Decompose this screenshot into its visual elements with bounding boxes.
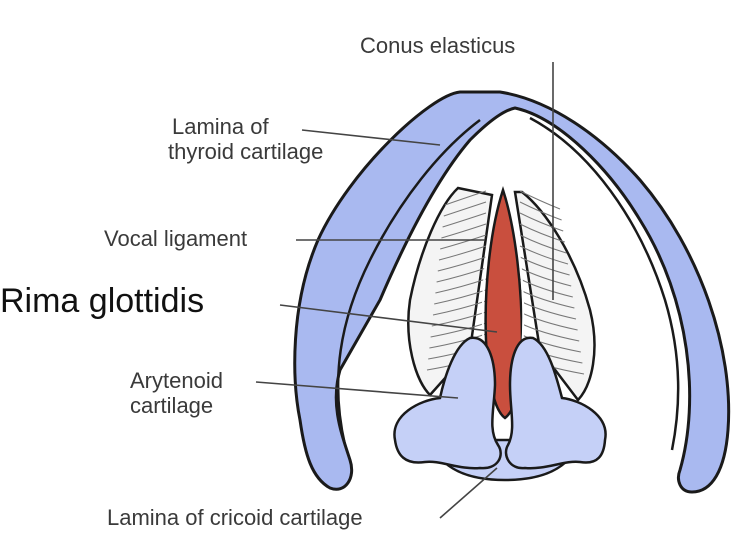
fibre-line-left xyxy=(443,201,487,217)
thyroid-cartilage xyxy=(293,90,731,494)
leader-rima xyxy=(279,304,498,333)
vocal-ligament-left xyxy=(481,189,499,351)
fibre-line-right xyxy=(519,201,562,221)
fibre-line-right xyxy=(519,256,570,276)
label-cricoid-lamina: Lamina of cricoid cartilage xyxy=(107,505,363,530)
label-arytenoid-line1: Arytenoid xyxy=(130,368,223,393)
label-arytenoid-line2: cartilage xyxy=(130,393,214,419)
label-rima-glottidis: Rima glottidis xyxy=(0,282,205,320)
fibre-line-right xyxy=(519,278,573,298)
fibre-line-left xyxy=(438,245,487,261)
label-lamina-thyroid-line1: Lamina of xyxy=(172,114,269,139)
leader-cricoid xyxy=(439,467,498,519)
fibre-line-right xyxy=(519,245,569,265)
leader-arytenoid xyxy=(255,381,459,399)
label-conus-elasticus: Conus elasticus xyxy=(360,33,516,58)
fibre-line-right xyxy=(519,267,572,287)
fibre-line-left xyxy=(429,333,487,349)
fibre-line-right xyxy=(519,190,561,210)
fibre-line-left xyxy=(444,190,487,206)
fibre-line-left xyxy=(441,223,487,239)
label-lamina-thyroid: Lamina of thyroid cartilage xyxy=(168,114,323,165)
fibre-line-left xyxy=(434,289,487,305)
fibre-line-left xyxy=(436,267,487,283)
fibre-line-left xyxy=(437,256,487,272)
fibre-line-left xyxy=(435,278,487,294)
arytenoid-right xyxy=(504,336,607,470)
conus-elasticus-right xyxy=(513,190,596,402)
label-vocal-ligament: Vocal ligament xyxy=(104,226,248,251)
thyroid-inner-rim-right xyxy=(529,116,680,451)
fibre-line-right xyxy=(519,212,564,232)
leader-thyroid xyxy=(301,129,441,146)
fibre-line-left xyxy=(432,300,487,316)
muscle-fibres xyxy=(426,190,585,375)
fibre-line-left xyxy=(440,234,487,250)
fibre-line-left xyxy=(442,212,487,228)
thyroid-inner-rim xyxy=(336,119,481,446)
fibre-line-right xyxy=(519,234,567,254)
fibre-line-right xyxy=(519,223,565,243)
label-arytenoid: Arytenoid cartilage xyxy=(130,368,223,419)
vocal-ligament-right xyxy=(507,189,525,351)
label-lamina-thyroid-line2: thyroid cartilage xyxy=(168,139,324,165)
